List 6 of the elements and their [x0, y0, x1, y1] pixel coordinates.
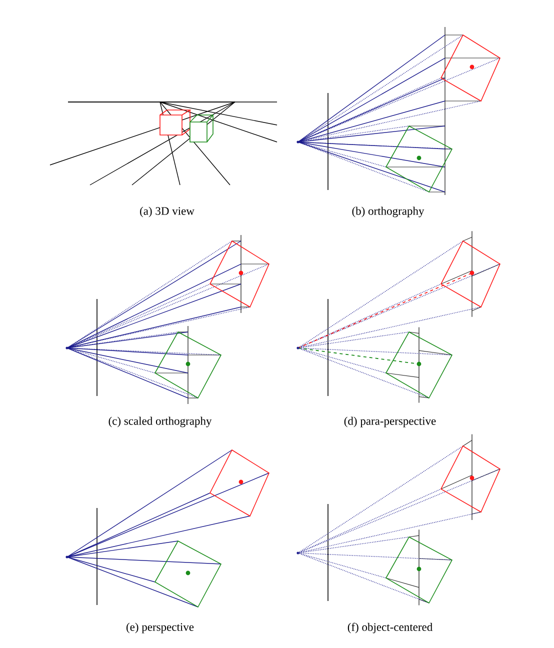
caption: (d) para-perspective	[344, 416, 436, 428]
caption: (a) 3D view	[140, 206, 194, 218]
caption: (e) perspective	[126, 622, 194, 634]
caption: (f) object-centered	[348, 622, 432, 634]
caption: (c) scaled orthography	[108, 416, 212, 428]
caption: (b) orthography	[352, 206, 424, 218]
